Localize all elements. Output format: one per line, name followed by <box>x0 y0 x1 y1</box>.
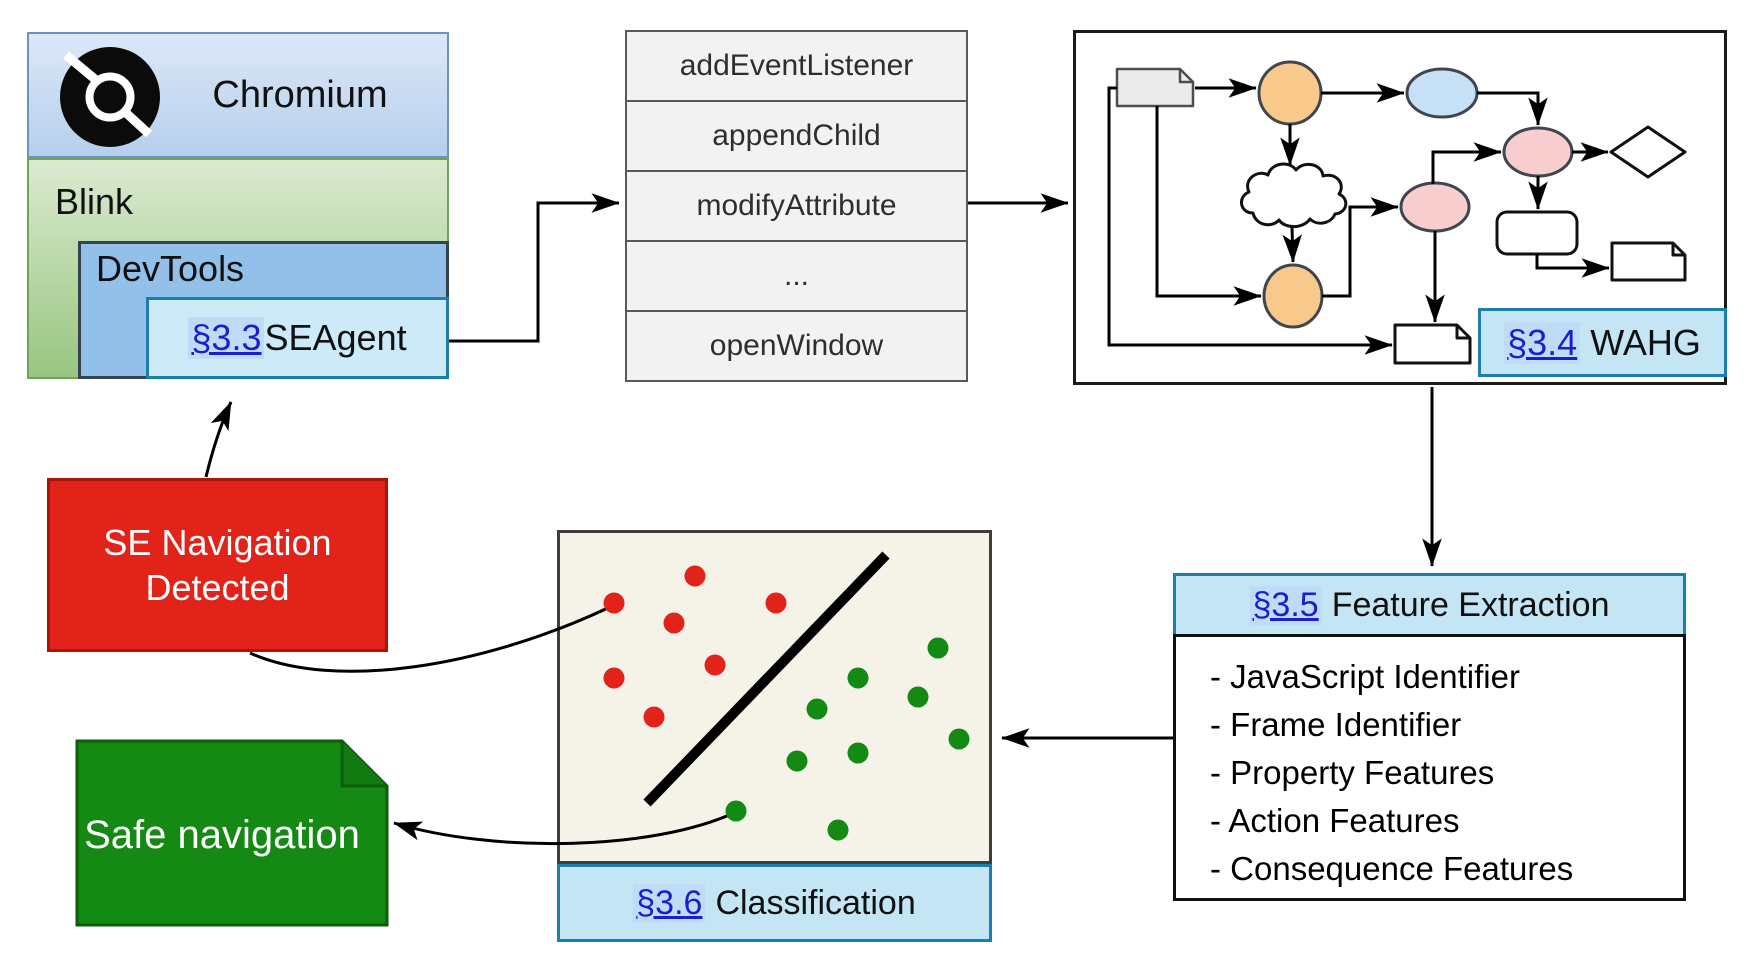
classification-label-box: §3.6 Classification <box>557 864 992 942</box>
api-row-addEventListener: addEventListener <box>625 30 968 102</box>
chromium-label: Chromium <box>212 73 388 116</box>
se-navigation-detected-box: SE Navigation Detected <box>47 478 388 652</box>
api-row-openWindow: openWindow <box>625 310 968 382</box>
api-row-modifyAttribute: modifyAttribute <box>625 170 968 242</box>
api-row-appendChild: appendChild <box>625 100 968 172</box>
feature-list-box: - JavaScript Identifier - Frame Identifi… <box>1173 634 1686 901</box>
section-3-4-link[interactable]: §3.4 <box>1504 321 1581 364</box>
devtools-label: DevTools <box>96 248 245 289</box>
arrow-seagent-to-apilist <box>449 193 620 343</box>
classification-label: Classification <box>715 883 916 922</box>
feature-extraction-header: §3.5 Feature Extraction <box>1173 573 1686 637</box>
section-3-3-link[interactable]: §3.3 <box>188 317 265 359</box>
feature-item-javascript-identifier: - JavaScript Identifier <box>1210 658 1520 695</box>
wahg-label: WAHG <box>1590 321 1701 363</box>
feature-item-property-features: - Property Features <box>1210 754 1495 791</box>
safe-navigation-label: Safe navigation <box>84 813 360 857</box>
feature-item-consequence-features: - Consequence Features <box>1210 850 1574 887</box>
api-row-ellipsis: ... <box>625 240 968 312</box>
seagent-box: §3.3 SEAgent <box>146 297 449 379</box>
feature-item-frame-identifier: - Frame Identifier <box>1210 706 1462 743</box>
feature-item-action-features: - Action Features <box>1210 802 1460 839</box>
section-3-6-link[interactable]: §3.6 <box>633 883 706 923</box>
seagent-label: SEAgent <box>264 317 407 358</box>
se-navigation-detected-label: SE Navigation Detected <box>103 522 332 608</box>
blink-label: Blink <box>55 181 134 222</box>
safe-navigation-box: Safe navigation <box>75 739 389 927</box>
classification-scatter-panel <box>557 530 992 864</box>
wahg-label-box: §3.4 WAHG <box>1478 308 1727 377</box>
api-event-list: addEventListener appendChild modifyAttri… <box>625 30 968 384</box>
arrow-detected-to-seagent <box>204 401 233 478</box>
section-3-5-link[interactable]: §3.5 <box>1249 585 1322 625</box>
feature-extraction-title: Feature Extraction <box>1331 585 1610 624</box>
